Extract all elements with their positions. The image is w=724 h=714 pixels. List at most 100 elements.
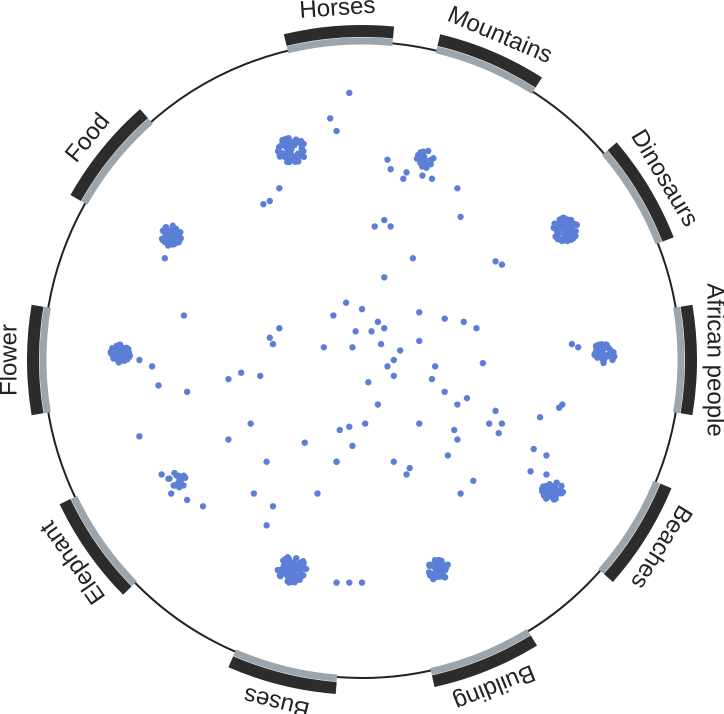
data-point-scatter — [336, 426, 343, 434]
data-point-buses — [300, 565, 307, 572]
data-point-scatter — [403, 471, 410, 478]
data-point-beaches — [547, 486, 555, 494]
data-point-horses — [300, 153, 308, 161]
data-point-buses — [284, 554, 291, 561]
data-point-mountains — [427, 160, 434, 168]
data-point-scatter — [320, 344, 328, 351]
data-point-scatter — [381, 274, 388, 281]
data-point-mountains — [413, 155, 421, 162]
data-point-scatter — [492, 407, 499, 415]
data-point-scatter — [495, 429, 502, 437]
data-point-scatter — [441, 388, 448, 395]
data-point-buses — [346, 579, 353, 586]
data-point-scatter — [247, 420, 254, 427]
data-point-scatter — [269, 340, 277, 348]
data-point-scatter — [346, 89, 353, 97]
data-point-scatter — [374, 401, 382, 408]
data-point-scatter — [463, 394, 471, 402]
data-point-scatter — [470, 477, 477, 485]
data-point-building — [438, 557, 445, 564]
data-point-building — [433, 565, 441, 573]
data-point-beaches — [558, 482, 565, 490]
data-point-scatter — [390, 458, 397, 465]
data-point-scatter — [568, 340, 576, 348]
data-point-scatter — [498, 420, 506, 427]
data-point-scatter — [358, 305, 366, 313]
anchor-arc-light — [81, 118, 153, 205]
data-point-scatter — [498, 261, 506, 268]
data-point-scatter — [575, 344, 582, 351]
data-point-horses — [294, 150, 302, 157]
anchor-buses: Buses — [228, 649, 338, 714]
anchor-flower: Flower — [0, 304, 51, 416]
anchor-dinosaurs: Dinosaurs — [601, 125, 704, 245]
data-point-dinosaurs — [567, 216, 575, 224]
data-point-food — [163, 225, 170, 233]
anchor-arc-light — [435, 46, 536, 94]
data-point-flower — [121, 357, 128, 364]
data-point-beaches — [540, 488, 548, 495]
data-point-food — [162, 236, 169, 243]
data-point-dinosaurs — [560, 221, 568, 228]
data-point-scatter — [263, 458, 270, 465]
data-point-scatter — [454, 401, 461, 408]
anchor-arc-dark — [680, 304, 698, 416]
data-point-scatter — [419, 172, 426, 179]
data-point-horses — [298, 146, 306, 154]
data-point-scatter — [428, 375, 436, 383]
point-group — [107, 89, 618, 586]
anchor-arc-dark — [603, 483, 672, 582]
data-point-buses — [280, 569, 288, 577]
data-point-scatter — [333, 458, 340, 465]
data-point-mountains — [419, 151, 426, 158]
data-point-flower — [116, 341, 124, 348]
data-point-elephant — [177, 479, 184, 486]
anchor-label-flower: Flower — [0, 324, 22, 396]
data-point-scatter — [314, 490, 321, 497]
data-point-horses — [292, 156, 300, 163]
data-point-scatter — [597, 350, 604, 357]
data-point-scatter — [444, 452, 452, 459]
anchor-beaches: Beaches — [598, 480, 698, 594]
data-point-flower — [148, 363, 156, 370]
data-point-flower — [155, 382, 162, 389]
data-point-buses — [333, 579, 340, 586]
data-point-mountains — [422, 161, 429, 169]
data-point-elephant — [158, 471, 165, 478]
data-point-building — [438, 568, 446, 575]
anchor-arc-dark — [431, 635, 538, 688]
data-point-scatter — [460, 318, 467, 326]
data-point-scatter — [381, 216, 388, 224]
anchor-arc-dark — [228, 656, 337, 694]
data-point-dinosaurs — [563, 230, 571, 237]
data-point-scatter — [454, 185, 461, 192]
anchor-arc-dark — [26, 304, 44, 416]
data-point-scatter — [416, 309, 423, 316]
data-point-beaches — [543, 493, 551, 501]
anchor-african-people: African people — [673, 283, 724, 437]
anchor-arc-light — [430, 629, 531, 675]
data-point-horses — [298, 141, 305, 148]
anchor-arc-light — [601, 150, 663, 245]
data-point-elephant — [183, 496, 191, 504]
data-point-scatter — [473, 325, 480, 332]
data-point-buses — [293, 565, 301, 572]
data-point-scatter — [384, 156, 391, 163]
data-point-scatter — [368, 328, 375, 335]
data-point-scatter — [428, 175, 436, 182]
data-point-scatter — [492, 258, 499, 265]
data-point-scatter — [431, 363, 439, 370]
data-point-buses — [281, 561, 288, 568]
data-point-scatter — [559, 401, 566, 408]
data-point-food — [174, 237, 181, 245]
data-point-scatter — [530, 445, 537, 453]
data-point-scatter — [527, 468, 534, 475]
data-point-scatter — [390, 372, 397, 380]
data-point-scatter — [457, 490, 464, 497]
data-point-african-people — [609, 356, 616, 364]
data-point-scatter — [257, 372, 264, 380]
data-point-horses — [278, 141, 285, 149]
data-point-scatter — [536, 414, 544, 421]
data-point-scatter — [371, 223, 378, 230]
data-point-african-people — [607, 347, 614, 354]
